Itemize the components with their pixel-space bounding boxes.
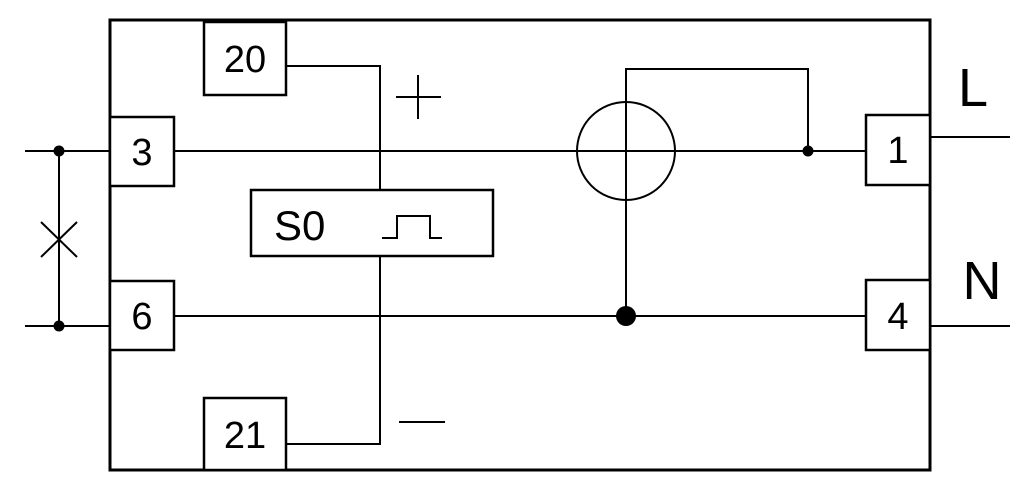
terminal-6: 6 xyxy=(108,279,176,352)
s0-label: S0 xyxy=(274,202,325,249)
neutral-label: N xyxy=(963,251,1002,311)
terminal-3-label: 3 xyxy=(131,132,152,174)
meter-circle-icon xyxy=(576,101,676,201)
junction-dot xyxy=(53,320,65,332)
pulse-icon xyxy=(382,215,442,239)
phase-label: L xyxy=(958,58,988,118)
s0-output-block xyxy=(249,188,495,258)
terminal-4: 4 xyxy=(864,278,932,352)
s0-plus-wire xyxy=(286,65,381,190)
junction-dot xyxy=(53,145,65,157)
cross-mark-icon xyxy=(40,221,78,258)
terminal-1-label: 1 xyxy=(887,130,908,172)
terminal-21: 21 xyxy=(202,396,288,472)
terminal-6-label: 6 xyxy=(131,296,152,338)
terminal-20-label: 20 xyxy=(224,39,266,81)
s0-minus-wire xyxy=(286,256,381,445)
junction-dot xyxy=(802,145,814,157)
terminal-20: 20 xyxy=(202,20,288,97)
plus-sign xyxy=(396,75,441,119)
terminal-1: 1 xyxy=(864,113,932,187)
meter-voltage-wire xyxy=(625,68,809,316)
junction-dot xyxy=(616,306,636,326)
terminal-3: 3 xyxy=(108,115,176,188)
terminal-4-label: 4 xyxy=(887,296,908,338)
terminal-21-label: 21 xyxy=(224,415,266,457)
